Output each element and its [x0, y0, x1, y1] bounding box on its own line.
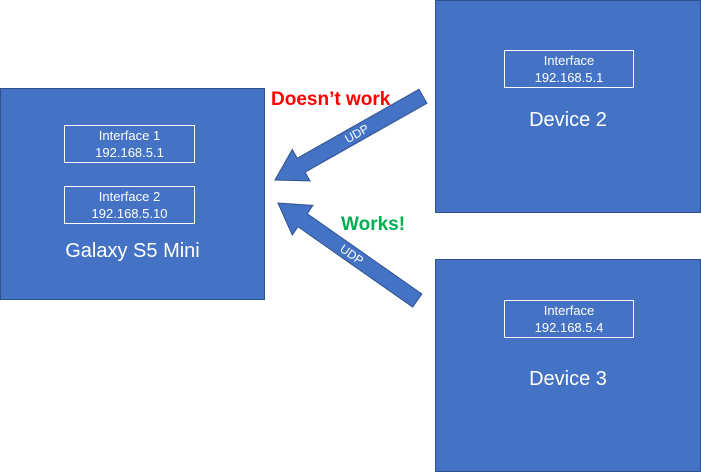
- interface-2-ip: 192.168.5.10: [91, 206, 168, 221]
- galaxy-label: Galaxy S5 Mini: [65, 240, 200, 262]
- interface-1-name: Interface 1: [98, 128, 161, 143]
- device-2-interface-name: Interface: [543, 53, 595, 68]
- device-2-interface-ip: 192.168.5.1: [534, 70, 604, 85]
- status-works: Works!: [341, 214, 406, 235]
- udp-arrow-top-shape: [274, 88, 428, 182]
- device-3-interface-name: Interface: [543, 303, 595, 318]
- device-3-label: Device 3: [529, 368, 607, 390]
- device-3-interface-ip: 192.168.5.4: [534, 320, 604, 335]
- device-3-box: Interface 192.168.5.4 Device 3: [435, 259, 701, 472]
- device-2-box: Interface 192.168.5.1 Device 2: [435, 0, 701, 213]
- device-2-interface-box: Interface 192.168.5.1: [504, 50, 634, 88]
- interface-1-ip: 192.168.5.1: [95, 145, 164, 160]
- status-doesnt-work: Doesn’t work: [271, 89, 391, 110]
- interface-1-box: Interface 1 192.168.5.1: [64, 125, 195, 163]
- interface-2-name: Interface 2: [98, 189, 161, 204]
- device-2-label: Device 2: [529, 109, 607, 131]
- udp-arrow-bottom-shape: [277, 202, 423, 308]
- udp-arrow-bottom: UDP: [277, 202, 423, 308]
- galaxy-s5-mini-box: Interface 1 192.168.5.1 Interface 2 192.…: [0, 88, 265, 300]
- interface-2-box: Interface 2 192.168.5.10: [64, 186, 195, 224]
- device-3-interface-box: Interface 192.168.5.4: [504, 300, 634, 338]
